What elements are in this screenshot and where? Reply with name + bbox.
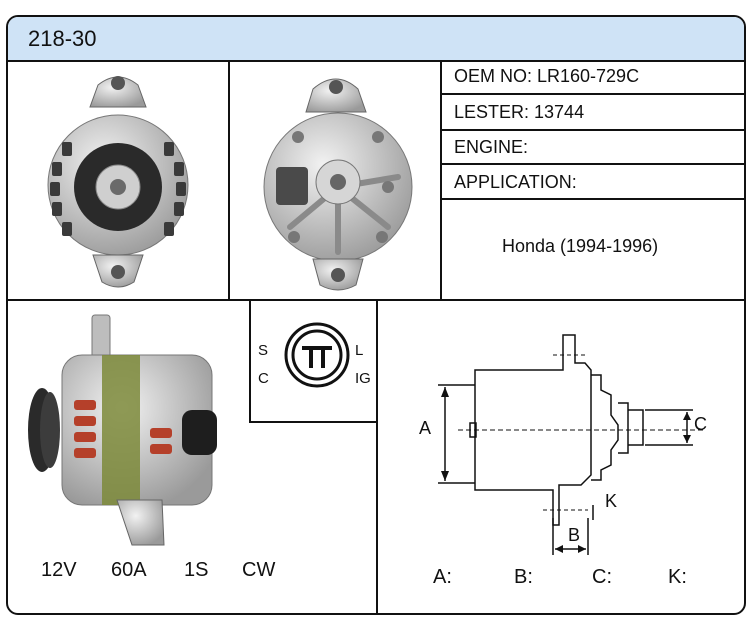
diagram-label-a: A bbox=[419, 418, 432, 438]
divider-row-4 bbox=[441, 198, 744, 200]
alternator-rear-view-image bbox=[263, 78, 413, 291]
alternator-side-view-image bbox=[28, 314, 217, 546]
vehicle-application: Honda (1994-1996) bbox=[502, 236, 659, 256]
engine-label: ENGINE: bbox=[454, 137, 529, 157]
connector-box-left bbox=[249, 300, 251, 422]
product-card: 218-30 OEM NO: LR160-729C LESTER: 13744 … bbox=[6, 15, 746, 615]
connector-box-bottom bbox=[249, 421, 377, 423]
divider-vertical-bottom bbox=[376, 300, 378, 613]
lester-number: LESTER: 13744 bbox=[454, 102, 585, 122]
divider-row-2 bbox=[441, 129, 744, 131]
spec-pulley: 1S bbox=[184, 559, 209, 581]
divider-vertical-1 bbox=[228, 60, 230, 300]
spec-voltage: 12V bbox=[41, 559, 77, 581]
divider-row-3 bbox=[441, 163, 744, 165]
diagram-label-k: K bbox=[605, 491, 618, 511]
dimension-b-value: B: bbox=[514, 566, 533, 588]
dimension-a-value: A: bbox=[433, 566, 452, 588]
dimension-c-value: C: bbox=[592, 566, 612, 588]
alternator-front-view-image bbox=[47, 76, 189, 288]
header-bar: 218-30 bbox=[8, 17, 744, 62]
divider-vertical-2 bbox=[440, 60, 442, 300]
dimension-diagram bbox=[438, 334, 703, 555]
connector-pin-l: L bbox=[355, 342, 364, 359]
divider-row-1 bbox=[441, 93, 744, 95]
connector-pin-s: S bbox=[258, 342, 269, 359]
diagram-label-b: B bbox=[568, 525, 581, 545]
spec-amperage: 60A bbox=[111, 559, 147, 581]
dimension-k-value: K: bbox=[668, 566, 687, 588]
diagram-label-c: C bbox=[694, 414, 707, 434]
spec-rotation: CW bbox=[242, 559, 276, 581]
part-number-title: 218-30 bbox=[28, 26, 97, 51]
oem-number: OEM NO: LR160-729C bbox=[454, 66, 640, 86]
connector-pin-c: C bbox=[258, 370, 269, 387]
connector-plug-icon bbox=[284, 322, 350, 388]
application-label: APPLICATION: bbox=[454, 172, 577, 192]
connector-pin-ig: IG bbox=[355, 370, 371, 387]
